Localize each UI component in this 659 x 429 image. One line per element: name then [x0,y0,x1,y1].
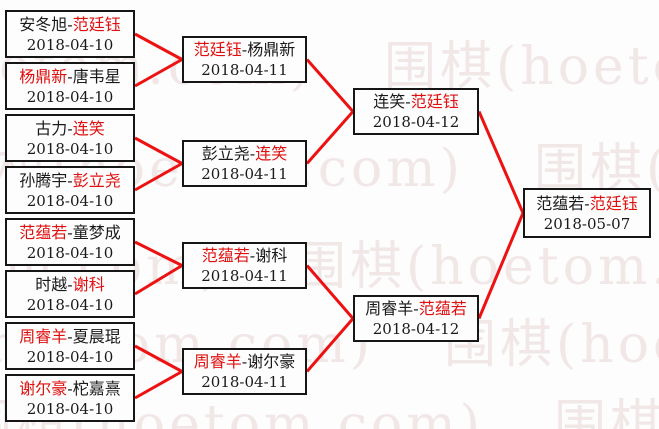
match-box-r16-5: 范蕴若-童梦成 2018-04-10 [5,218,135,266]
player1-name: 范蕴若 [19,222,68,242]
match-players: 安冬旭-范廷钰 [19,14,120,35]
match-box-qf-2: 彭立尧-连笑 2018-04-11 [182,140,307,187]
player-separator: - [584,193,590,213]
match-players: 孙腾宇-彭立尧 [19,170,120,191]
match-box-sf-2: 周睿羊-范蕴若 2018-04-12 [353,295,479,342]
match-box-r16-3: 古力-连笑 2018-04-10 [5,114,135,162]
match-box-r16-6: 时越-谢科 2018-04-10 [5,270,135,318]
player-separator: - [67,118,73,138]
player2-name: 杨鼎新 [247,40,296,59]
player2-name: 连笑 [255,144,288,163]
player2-name: 范蕴若 [418,299,467,318]
match-players: 周睿羊-范蕴若 [365,298,466,319]
match-date: 2018-04-10 [26,191,114,210]
player1-name: 范蕴若 [201,246,250,265]
match-date: 2018-04-12 [372,320,460,338]
match-players: 周睿羊-夏晨琨 [19,326,120,347]
match-date: 2018-04-11 [201,165,288,183]
match-players: 范廷钰-杨鼎新 [194,39,295,60]
match-box-r16-8: 谢尔豪-柁嘉熹 2018-04-10 [5,374,135,422]
player1-name: 古力 [35,118,68,138]
player-separator: - [67,274,73,294]
player-separator: - [405,92,411,111]
match-date: 2018-04-12 [372,113,460,131]
player-separator: - [67,222,73,242]
match-date: 2018-04-11 [201,373,288,391]
match-box-qf-3: 范蕴若-谢科 2018-04-11 [182,242,307,289]
player-separator: - [413,299,419,318]
match-players: 范蕴若-范廷钰 [536,193,637,214]
player2-name: 唐韦星 [72,66,121,86]
player2-name: 谢尔豪 [247,352,296,371]
match-box-qf-4: 周睿羊-谢尔豪 2018-04-11 [182,348,307,395]
match-players: 连笑-范廷钰 [373,91,458,112]
match-box-r16-2: 杨鼎新-唐韦星 2018-04-10 [5,62,135,110]
match-date: 2018-04-11 [201,61,288,79]
match-date: 2018-04-10 [26,87,114,106]
player2-name: 谢科 [72,274,105,294]
match-date: 2018-04-11 [201,267,288,285]
player-separator: - [67,378,73,398]
player1-name: 周睿羊 [193,352,242,371]
match-players: 时越-谢科 [35,274,104,295]
match-box-r16-4: 孙腾宇-彭立尧 2018-04-10 [5,166,135,214]
match-box-r16-7: 周睿羊-夏晨琨 2018-04-10 [5,322,135,370]
match-box-sf-1: 连笑-范廷钰 2018-04-12 [353,88,479,135]
player-separator: - [67,14,73,34]
match-date: 2018-04-10 [26,35,114,54]
player1-name: 安冬旭 [19,14,68,34]
player2-name: 夏晨琨 [72,326,121,346]
player2-name: 彭立尧 [72,170,121,190]
player2-name: 谢科 [255,246,288,265]
player1-name: 谢尔豪 [19,378,68,398]
player-separator: - [241,352,248,371]
player-separator: - [241,40,248,59]
match-players: 范蕴若-谢科 [202,245,287,266]
player1-name: 范蕴若 [536,193,585,213]
match-box-r16-1: 安冬旭-范廷钰 2018-04-10 [5,10,135,58]
match-date: 2018-04-10 [26,347,114,366]
player-separator: - [67,326,73,346]
match-date: 2018-04-10 [26,295,114,314]
player2-name: 童梦成 [72,222,121,242]
match-date: 2018-05-07 [543,214,631,233]
match-box-qf-1: 范廷钰-杨鼎新 2018-04-11 [182,36,307,83]
player1-name: 周睿羊 [365,299,414,318]
player1-name: 彭立尧 [201,144,250,163]
player-separator: - [249,246,256,265]
player2-name: 范廷钰 [72,14,121,34]
match-players: 杨鼎新-唐韦星 [19,66,120,87]
player1-name: 范廷钰 [193,40,242,59]
match-players: 古力-连笑 [35,118,104,139]
match-box-final: 范蕴若-范廷钰 2018-05-07 [523,188,651,238]
player2-name: 连笑 [72,118,105,138]
player1-name: 时越 [35,274,68,294]
match-date: 2018-04-10 [26,139,114,158]
match-date: 2018-04-10 [26,399,114,418]
player1-name: 孙腾宇 [19,170,68,190]
match-players: 范蕴若-童梦成 [19,222,120,243]
player-separator: - [249,144,256,163]
player1-name: 周睿羊 [19,326,68,346]
player-separator: - [67,170,73,190]
player1-name: 连笑 [373,92,406,111]
player2-name: 柁嘉熹 [72,378,121,398]
match-date: 2018-04-10 [26,243,114,262]
match-players: 周睿羊-谢尔豪 [194,351,295,372]
player2-name: 范廷钰 [589,193,638,213]
match-players: 彭立尧-连笑 [202,143,287,164]
match-players: 谢尔豪-柁嘉熹 [19,378,120,399]
player1-name: 杨鼎新 [19,66,68,86]
player-separator: - [67,66,73,86]
player2-name: 范廷钰 [410,92,459,111]
